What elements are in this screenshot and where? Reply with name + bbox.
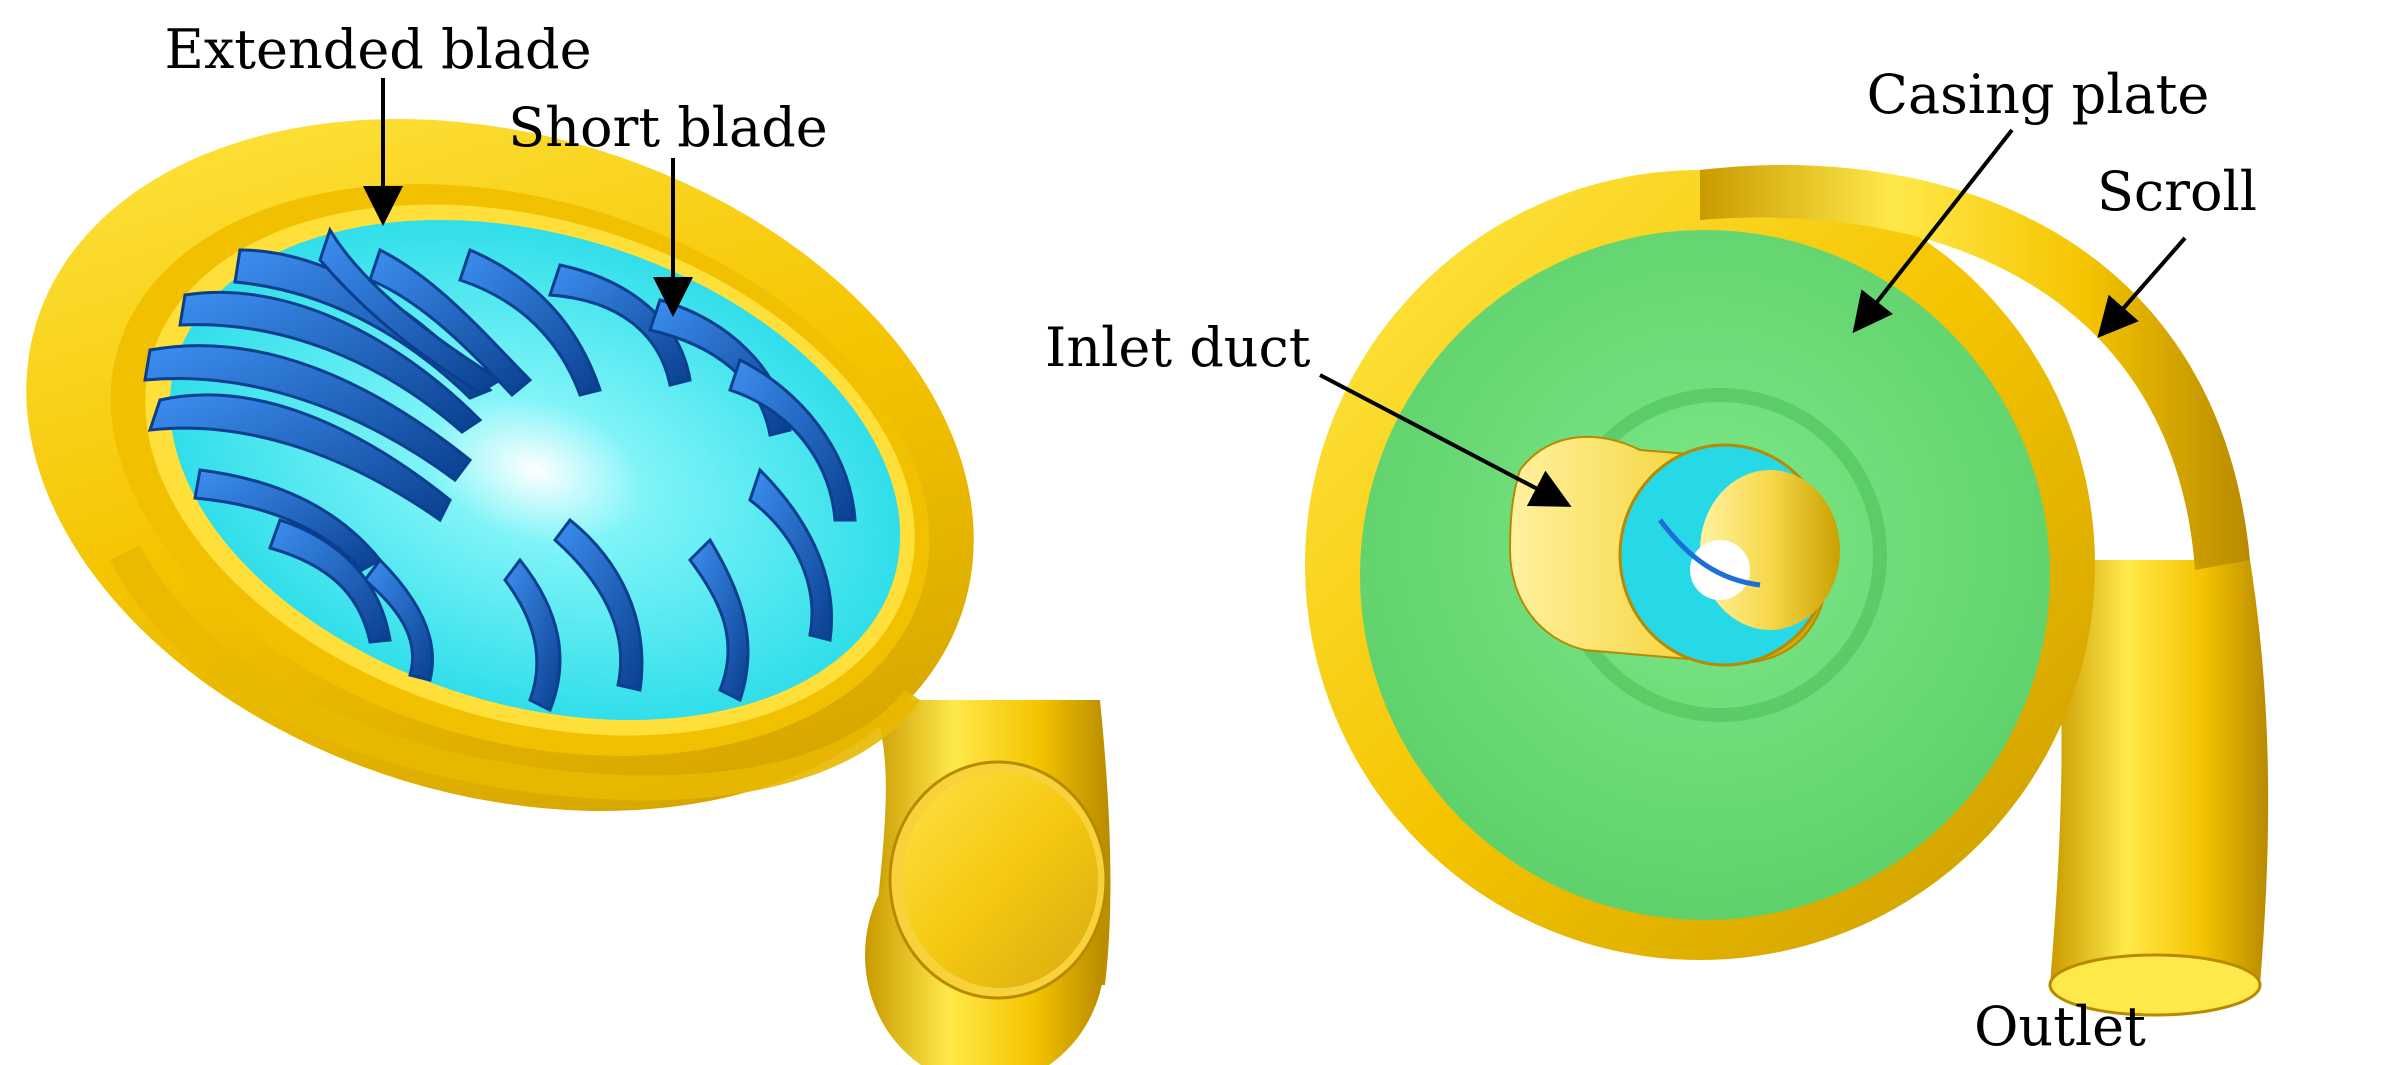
blade [143, 344, 473, 483]
blade [178, 290, 483, 434]
label-extended-blade: Extended blade [164, 18, 591, 81]
label-short-blade: Short blade [508, 96, 828, 159]
blade [748, 467, 833, 642]
blade [728, 357, 857, 522]
blade [368, 247, 533, 398]
left-outlet-pipe [865, 700, 1111, 1065]
inlet-duct [1508, 435, 1840, 667]
inlet-hub-hole [1690, 540, 1750, 600]
blade [547, 263, 692, 387]
blade [552, 517, 644, 692]
blade [147, 393, 452, 523]
left-pump-view [26, 119, 1111, 1065]
label-outlet: Outlet [1974, 995, 2146, 1058]
inlet-duct-arrow [1319, 373, 1572, 507]
blade [193, 468, 383, 572]
label-scroll: Scroll [2097, 160, 2257, 223]
right-outlet-pipe [2048, 560, 2269, 1017]
scroll-arrow [2097, 236, 2187, 339]
blade [503, 557, 562, 713]
blade [362, 557, 435, 682]
blade [458, 247, 602, 397]
blade [648, 298, 792, 437]
casing-plate-arrow [1852, 128, 2014, 334]
label-arrows [363, 78, 2187, 507]
right-pump-view [1305, 164, 2269, 1017]
label-inlet-duct: Inlet duct [1045, 316, 1311, 379]
impeller-blades [143, 226, 857, 713]
blade [233, 248, 493, 400]
label-casing-plate: Casing plate [1867, 63, 2210, 126]
blade [688, 537, 750, 703]
blade [318, 226, 503, 394]
blade [268, 518, 392, 644]
